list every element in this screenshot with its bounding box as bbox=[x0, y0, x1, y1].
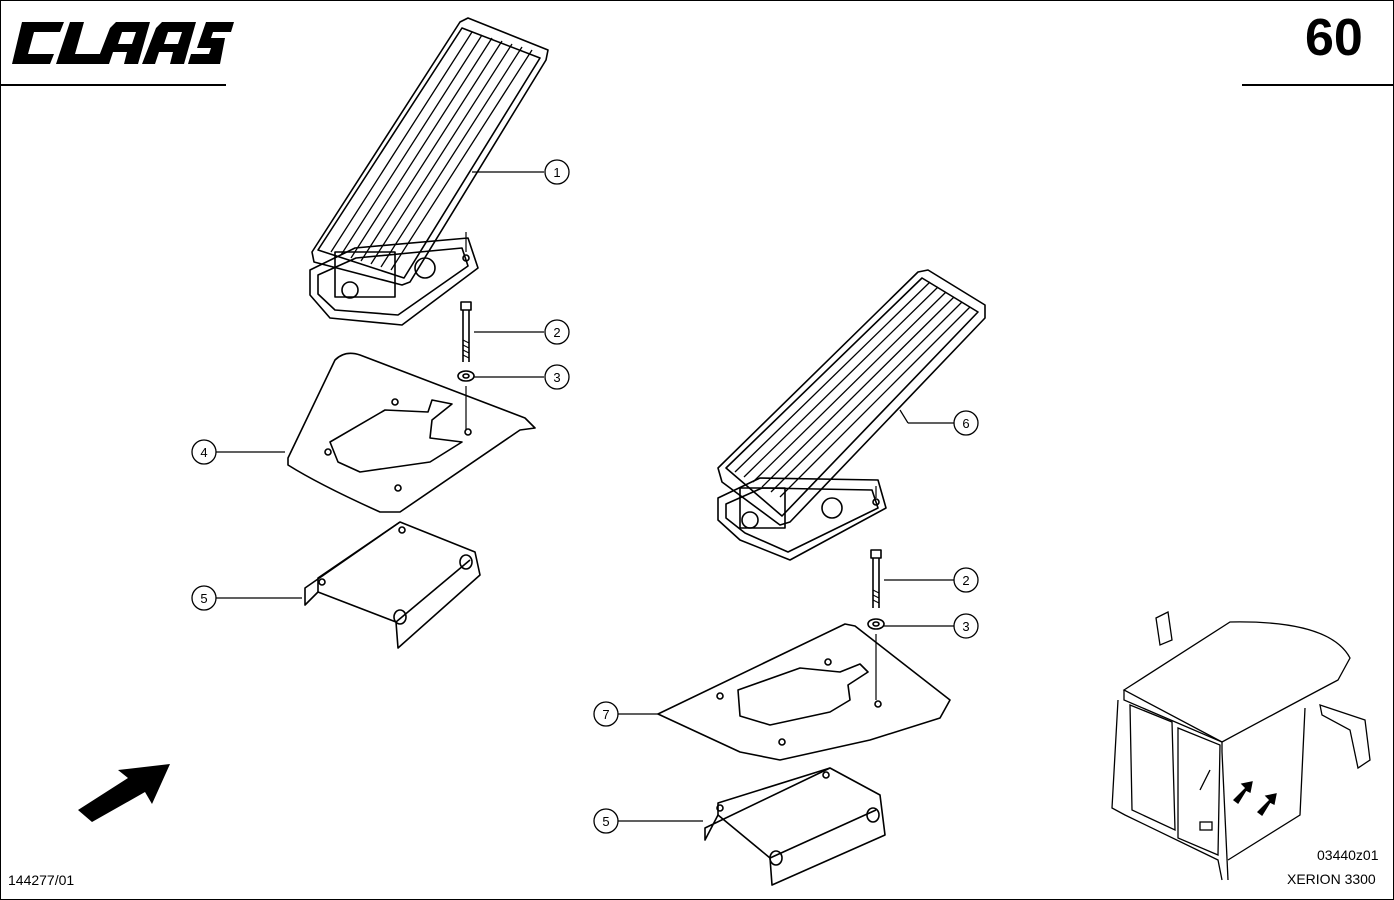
floor-mat-right bbox=[657, 623, 951, 761]
callout-label: 3 bbox=[553, 370, 560, 385]
page-number: 60 bbox=[1305, 9, 1363, 67]
floor-mat-left bbox=[287, 352, 536, 513]
callout-label: 2 bbox=[962, 573, 969, 588]
callout-2-right: 2 bbox=[953, 567, 979, 593]
cover-left bbox=[304, 521, 481, 649]
callout-label: 2 bbox=[553, 325, 560, 340]
pedal-right bbox=[717, 269, 986, 561]
bolt-right bbox=[867, 549, 885, 700]
claas-logo bbox=[12, 22, 234, 64]
callout-label: 5 bbox=[602, 814, 609, 829]
callout-6: 6 bbox=[953, 410, 979, 436]
forward-arrow-icon bbox=[78, 764, 170, 822]
callout-label: 7 bbox=[602, 707, 609, 722]
cab-locator-icon bbox=[1111, 611, 1371, 881]
callout-5: 5 bbox=[191, 585, 217, 611]
callout-2: 2 bbox=[544, 319, 570, 345]
callout-1: 1 bbox=[544, 159, 570, 185]
callout-label: 6 bbox=[962, 416, 969, 431]
callout-3-right: 3 bbox=[953, 613, 979, 639]
pedal-left bbox=[309, 17, 549, 326]
callout-7: 7 bbox=[593, 701, 619, 727]
callout-3: 3 bbox=[544, 364, 570, 390]
callout-4: 4 bbox=[191, 439, 217, 465]
callout-5-right: 5 bbox=[593, 808, 619, 834]
callout-label: 3 bbox=[962, 619, 969, 634]
model-name: XERION 3300 bbox=[1287, 871, 1376, 887]
cover-right bbox=[704, 767, 886, 886]
callout-label: 5 bbox=[200, 591, 207, 606]
bolt-left bbox=[457, 301, 475, 430]
callout-label: 4 bbox=[200, 445, 207, 460]
drawing-reference: 144277/01 bbox=[8, 872, 75, 888]
part-code: 03440z01 bbox=[1317, 847, 1379, 863]
callout-label: 1 bbox=[553, 165, 560, 180]
